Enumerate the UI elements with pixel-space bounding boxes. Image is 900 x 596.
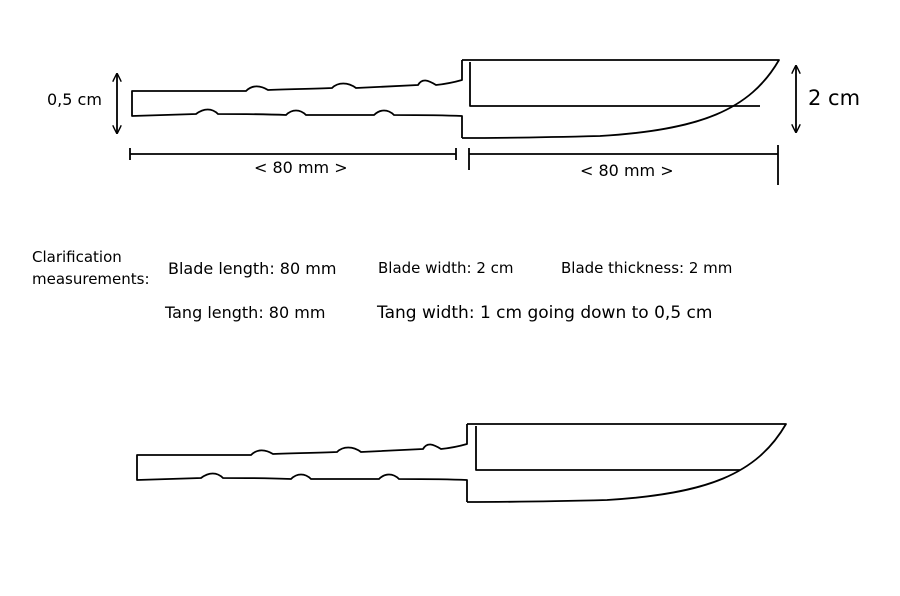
clarification-heading-line2: measurements: <box>32 270 150 288</box>
blade-width-label: 2 cm <box>808 86 861 110</box>
blade-length-spec: Blade length: 80 mm <box>168 259 337 278</box>
tang-length-dimension-line <box>129 148 457 160</box>
tang-length-spec: Tang length: 80 mm <box>165 303 326 322</box>
tang-outline-top <box>131 60 463 138</box>
blade-width-spec: Blade width: 2 cm <box>378 259 514 277</box>
knife-drawing-top <box>131 59 780 139</box>
blade-bevel-top <box>469 62 760 107</box>
tang-outline-bottom <box>136 424 468 502</box>
tang-length-dimension-label: < 80 mm > <box>254 158 348 177</box>
clarification-heading-line1: Clarification <box>32 248 122 266</box>
knife-drawing-bottom <box>136 423 787 503</box>
blade-bevel-bottom <box>475 426 740 471</box>
tang-width-spec: Tang width: 1 cm going down to 0,5 cm <box>377 303 713 323</box>
blade-length-dimension-label: < 80 mm > <box>580 161 674 180</box>
blade-length-dimension-line <box>468 145 779 185</box>
blade-outline-bottom <box>466 423 787 503</box>
blade-outline-top <box>461 59 780 139</box>
blade-thickness-spec: Blade thickness: 2 mm <box>561 259 733 277</box>
tang-thickness-label: 0,5 cm <box>47 90 102 109</box>
